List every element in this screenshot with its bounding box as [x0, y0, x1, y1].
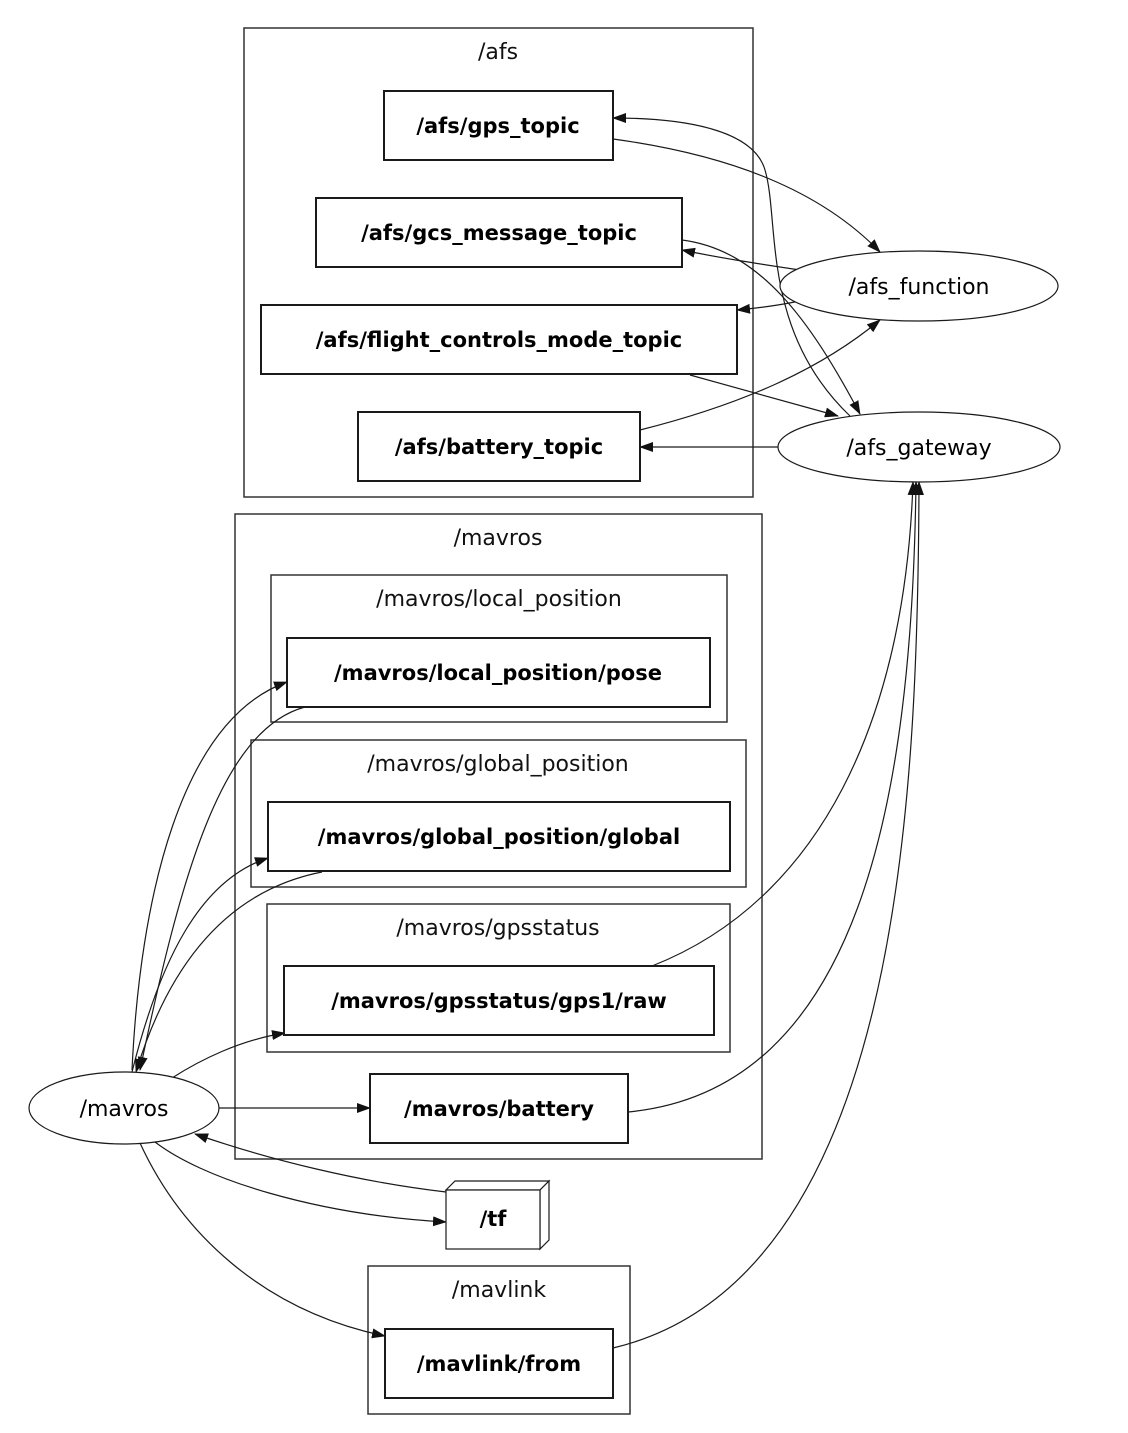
- topic-tf[interactable]: /tf: [444, 1179, 551, 1251]
- topic-label: /afs/gps_topic: [416, 114, 579, 138]
- edge-afs-function-to-gcs-message: [681, 247, 801, 271]
- edge-mavros-to-tf: [149, 1137, 447, 1227]
- edge-mavlink-from-to-afs-gateway: [612, 481, 924, 1349]
- node-label: /afs_function: [849, 275, 990, 300]
- cluster-mavros-gpsstatus: /mavros/gpsstatus: [266, 903, 731, 1053]
- edge-mavros-battery-to-afs-gateway: [627, 481, 921, 1113]
- edge-gps-topic-to-afs-function: [612, 138, 881, 253]
- edge-global-position-to-mavros: [134, 871, 323, 1073]
- topic-mavlink-from[interactable]: /mavlink/from: [384, 1328, 614, 1399]
- topic-mavros-global-position-global[interactable]: /mavros/global_position/global: [267, 801, 731, 872]
- edges: [131, 113, 924, 1349]
- topic-label: /afs/gcs_message_topic: [361, 221, 637, 245]
- cluster-gpsstatus-label: /mavros/gpsstatus: [396, 916, 599, 941]
- edge-mavros-to-gps1-raw: [171, 1030, 286, 1079]
- topic-mavros-local-position-pose[interactable]: /mavros/local_position/pose: [286, 637, 711, 708]
- cluster-global-position-label: /mavros/global_position: [367, 752, 628, 777]
- topic-label: /tf: [480, 1207, 508, 1231]
- topic-label: /mavros/battery: [404, 1097, 594, 1121]
- cluster-mavros-global-position: /mavros/global_position: [250, 739, 747, 888]
- topic-afs-battery-topic[interactable]: /afs/battery_topic: [357, 411, 641, 482]
- cluster-mavros-local-position: /mavros/local_position: [270, 574, 728, 723]
- cluster-mavlink-label: /mavlink: [452, 1278, 547, 1303]
- topic-label: /mavros/global_position/global: [318, 825, 680, 849]
- edge-mavros-to-mavlink-from: [139, 1142, 386, 1339]
- edge-flight-controls-to-afs-gateway: [689, 374, 839, 418]
- cluster-afs-label: /afs: [478, 40, 518, 65]
- topic-mavros-battery[interactable]: /mavros/battery: [369, 1073, 629, 1144]
- topic-afs-flight-controls-mode-topic[interactable]: /afs/flight_controls_mode_topic: [260, 304, 738, 375]
- topic-label: /afs/flight_controls_mode_topic: [316, 328, 683, 352]
- edge-gcs-message-to-afs-gateway: [681, 239, 861, 415]
- node-label: /mavros: [80, 1097, 169, 1122]
- topic-afs-gcs-message-topic[interactable]: /afs/gcs_message_topic: [315, 197, 683, 268]
- node-afs-function[interactable]: /afs_function: [779, 250, 1059, 322]
- edge-mavros-to-local-pose: [131, 681, 288, 1071]
- topic-label: /mavros/local_position/pose: [334, 661, 662, 685]
- edge-gps1-raw-to-afs-gateway: [651, 481, 918, 967]
- cluster-local-position-label: /mavros/local_position: [376, 587, 622, 612]
- edge-local-pose-to-mavros: [137, 706, 306, 1071]
- topic-label: /mavros/gpsstatus/gps1/raw: [331, 989, 667, 1013]
- node-mavros[interactable]: /mavros: [28, 1071, 220, 1145]
- edge-tf-to-mavros: [194, 1133, 447, 1193]
- topic-label: /mavlink/from: [417, 1352, 581, 1376]
- node-afs-gateway[interactable]: /afs_gateway: [777, 411, 1061, 483]
- edge-battery-topic-to-afs-function: [639, 319, 881, 431]
- node-label: /afs_gateway: [846, 436, 991, 461]
- cluster-mavros: /mavros: [234, 513, 763, 1160]
- topic-afs-gps-topic[interactable]: /afs/gps_topic: [383, 90, 614, 161]
- cluster-mavlink: /mavlink: [367, 1265, 631, 1415]
- edge-mavros-to-global-position: [131, 857, 269, 1073]
- cluster-mavros-label: /mavros: [454, 526, 543, 551]
- edge-afs-gateway-to-gps-topic: [612, 113, 851, 417]
- topic-mavros-gpsstatus-gps1-raw[interactable]: /mavros/gpsstatus/gps1/raw: [283, 965, 715, 1036]
- topic-label: /afs/battery_topic: [395, 435, 603, 459]
